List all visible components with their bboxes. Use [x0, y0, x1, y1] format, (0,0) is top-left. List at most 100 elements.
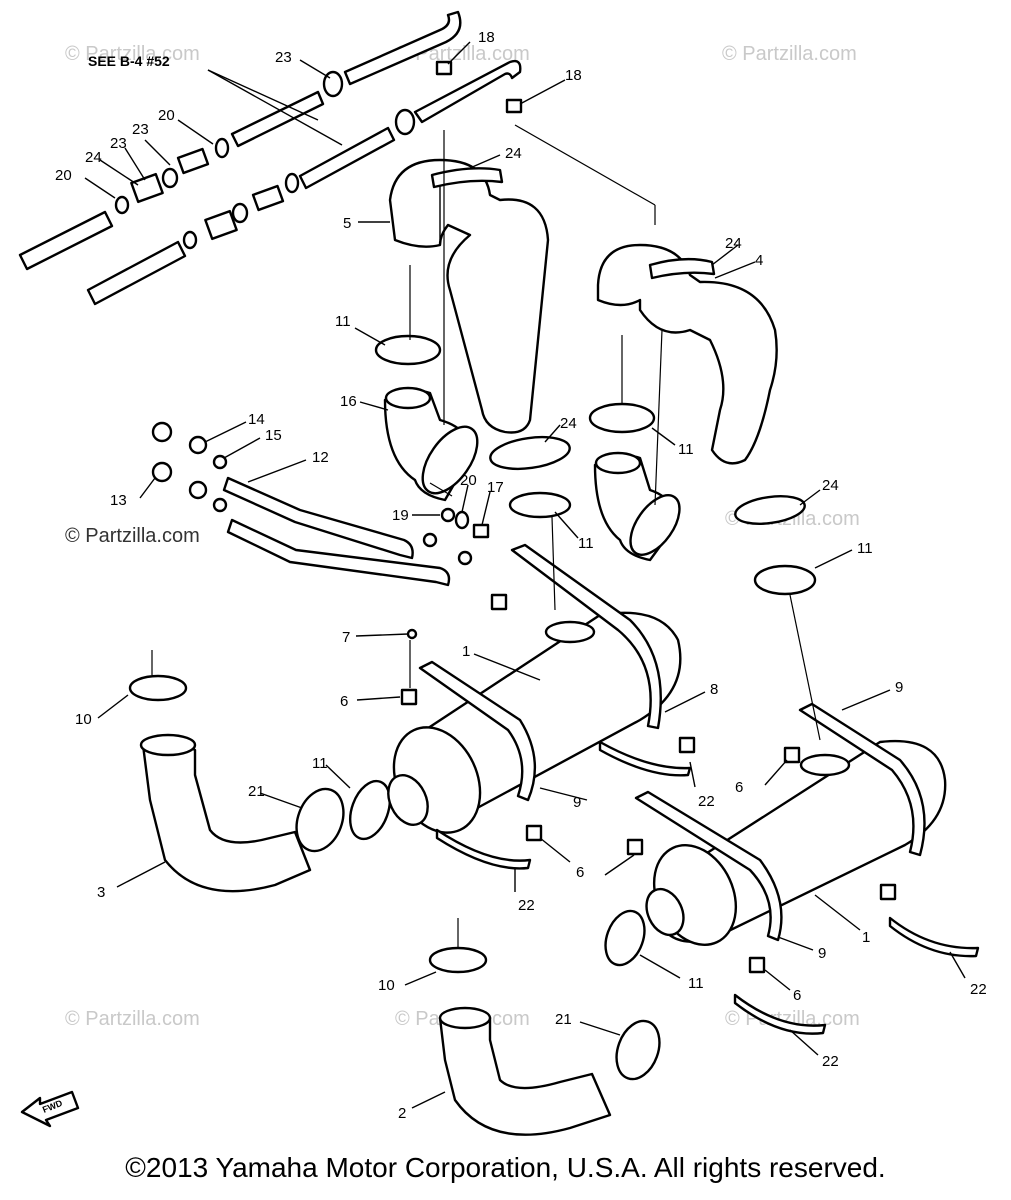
- callout-22: 22: [698, 793, 715, 810]
- muffler-1b-outlet: [645, 887, 685, 937]
- seal: [161, 167, 179, 189]
- exhaust-hose-4: [596, 243, 778, 465]
- callout-2: 2: [398, 1105, 406, 1122]
- callout-3: 3: [97, 884, 105, 901]
- callout-12: 12: [312, 449, 329, 466]
- hose-5-body: [388, 158, 550, 434]
- clamp-11f: [604, 909, 646, 967]
- callout-10: 10: [75, 711, 92, 728]
- watermark: © Partzilla.com: [65, 1008, 200, 1030]
- clamp-11: [374, 334, 442, 366]
- clip-20b: [114, 195, 130, 215]
- clamp-24d: [734, 495, 806, 525]
- callout-21: 21: [248, 783, 265, 800]
- seal-23: [322, 70, 344, 98]
- callout-24: 24: [560, 415, 577, 432]
- clip: [284, 172, 300, 194]
- clip-19: [440, 507, 456, 523]
- callout-6: 6: [735, 779, 743, 796]
- hose-mid-2: [298, 126, 396, 190]
- callout-24: 24: [85, 149, 102, 166]
- hose-12: [222, 476, 414, 560]
- fitting: [251, 184, 285, 212]
- elbow-right-opening: [594, 451, 642, 475]
- leader-lines: [84, 41, 966, 1109]
- mount-6g: [879, 883, 897, 901]
- callout-1: 1: [462, 643, 470, 660]
- elbow-16: [383, 386, 479, 502]
- muffler-1-inlet: [544, 620, 596, 644]
- elbow-16-opening: [384, 386, 432, 410]
- exhaust-pipe-3: [139, 733, 345, 893]
- callout-9: 9: [573, 794, 581, 811]
- callout-23: 23: [132, 121, 149, 138]
- pipe-3-body: [141, 739, 312, 893]
- mount-6: [400, 688, 418, 706]
- clip-18b: [505, 98, 523, 114]
- callout-18: 18: [565, 67, 582, 84]
- callout-1: 1: [862, 929, 870, 946]
- bolt-7: [406, 628, 418, 640]
- washer-14: [188, 435, 208, 455]
- seal: [394, 108, 416, 136]
- callout-23: 23: [275, 49, 292, 66]
- clip-15: [212, 454, 228, 470]
- clamp-11b: [588, 402, 656, 434]
- callout-10: 10: [378, 977, 395, 994]
- pipe-2-end: [438, 1006, 492, 1030]
- forward-arrow-icon: FWD: [20, 1090, 80, 1128]
- clamp-11d: [753, 564, 817, 596]
- bolt-13b: [151, 461, 173, 483]
- nut: [204, 209, 238, 241]
- callout-22: 22: [822, 1053, 839, 1070]
- callout-11: 11: [688, 975, 704, 992]
- elbow-16-flange: [421, 425, 479, 495]
- pipe-3-end: [139, 733, 197, 757]
- clip-18: [435, 60, 453, 76]
- seal-21b: [615, 1019, 661, 1081]
- drain-fittings: [151, 421, 490, 587]
- clip-20: [214, 137, 230, 159]
- clamp-10b: [428, 946, 488, 974]
- callout-11: 11: [578, 535, 594, 552]
- callout-19: 19: [392, 507, 409, 524]
- muffler-1-outlet: [387, 774, 429, 826]
- elbow-right-flange: [629, 494, 681, 556]
- callout-11: 11: [678, 441, 694, 458]
- elbow-right: [593, 451, 681, 562]
- callout-11: 11: [857, 540, 873, 557]
- callout-23: 23: [110, 135, 127, 152]
- callout-8: 8: [710, 681, 718, 698]
- mount-6h: [490, 593, 508, 611]
- callout-20: 20: [55, 167, 72, 184]
- hose-mid: [230, 90, 325, 148]
- callout-9: 9: [818, 945, 826, 962]
- clip: [457, 550, 473, 566]
- callout-4: 4: [755, 252, 763, 269]
- exhaust-hose-5: [388, 158, 550, 434]
- hose-12b: [226, 518, 451, 587]
- watermark: © Partzilla.com: [65, 525, 200, 547]
- callout-22: 22: [970, 981, 987, 998]
- callout-6: 6: [576, 864, 584, 881]
- callout-labels: SEE B-4 #52 23 18 18 20 23 23 24 20 24 5…: [55, 29, 987, 1122]
- callout-18: 18: [478, 29, 495, 46]
- see-reference-note: SEE B-4 #52: [88, 53, 170, 69]
- clamp-11e: [349, 779, 391, 841]
- muffler-1-lower: [634, 702, 947, 946]
- clip-15b: [212, 497, 228, 513]
- hose-left: [18, 210, 114, 271]
- watermark: © Partzilla.com: [65, 43, 200, 65]
- fitting-23: [176, 147, 210, 175]
- washer-14b: [188, 480, 208, 500]
- clip: [422, 532, 438, 548]
- callout-15: 15: [265, 427, 282, 444]
- clamp-24: [430, 167, 504, 189]
- mount-6b: [678, 736, 696, 754]
- callout-24: 24: [822, 477, 839, 494]
- callout-6: 6: [793, 987, 801, 1004]
- callout-11: 11: [335, 313, 351, 330]
- hose-upper: [343, 10, 462, 86]
- callout-17: 17: [487, 479, 504, 496]
